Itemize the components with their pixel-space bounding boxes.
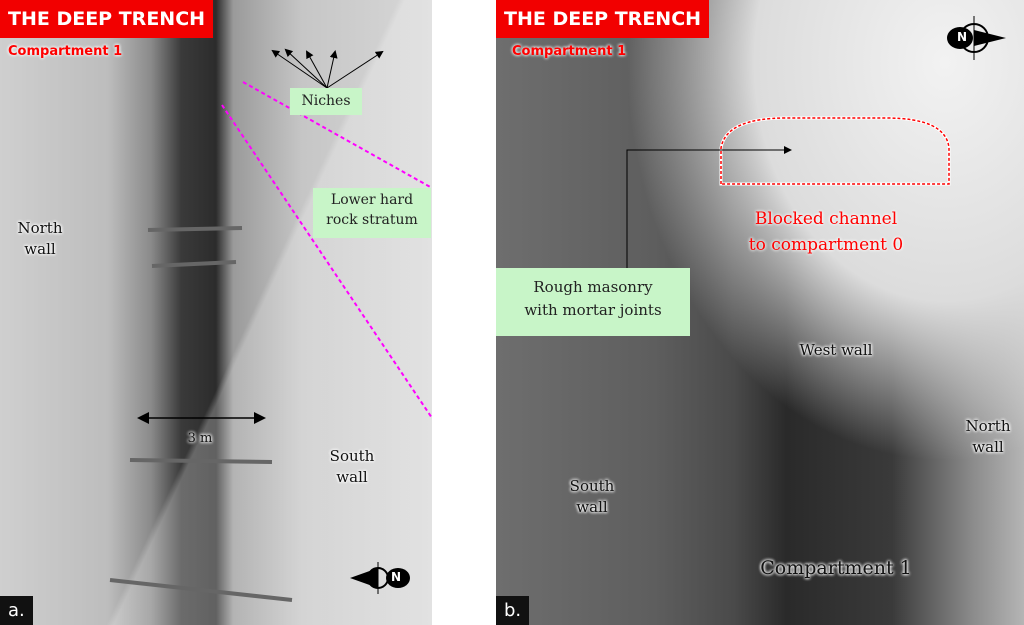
photo-panel-b: THE DEEP TRENCH Compartment 1 N Blocked … [496, 0, 1024, 625]
south-wall-line2: wall [336, 468, 368, 486]
south-wall-label: South wall [320, 446, 384, 488]
masonry-pointer [626, 146, 792, 268]
north-wall-line2: wall [972, 438, 1004, 456]
blocked-channel-outline [719, 116, 951, 186]
south-wall-line1: South [329, 447, 375, 465]
panel-letter: a. [0, 596, 33, 625]
stratum-label: Lower hard rock stratum [313, 188, 431, 238]
compass-letter: N [391, 570, 402, 584]
panel-subtitle: Compartment 1 [512, 44, 627, 59]
stratum-label-line2: rock stratum [326, 212, 418, 228]
annotation-overlay-b [626, 16, 1006, 268]
beams [109, 226, 293, 602]
west-wall-label: West wall [799, 341, 873, 359]
stratum-label-line1: Lower hard [330, 192, 414, 208]
photo-panel-a: THE DEEP TRENCH Compartment 1 Niches Low… [0, 0, 432, 625]
north-wall-line2: wall [24, 240, 56, 258]
masonry-line1: Rough masonry [533, 278, 653, 296]
north-wall-label: North wall [8, 218, 72, 260]
annotation-overlay-a [109, 48, 432, 602]
panel-subtitle: Compartment 1 [8, 44, 123, 59]
compass-icon [350, 562, 410, 594]
scale-label: 3 m [187, 431, 213, 446]
south-wall-label: South wall [560, 476, 624, 518]
blocked-line2: to compartment 0 [748, 235, 904, 255]
masonry-line2: with mortar joints [524, 301, 662, 319]
compass-letter: N [957, 30, 968, 44]
north-wall-line1: North [17, 219, 63, 237]
niches-label: Niches [290, 88, 362, 115]
panel-letter: b. [496, 596, 530, 625]
south-wall-line1: South [569, 477, 615, 495]
niches-arrows [271, 48, 384, 89]
compartment-label: Compartment 1 [760, 557, 912, 579]
panel-title: THE DEEP TRENCH [0, 0, 214, 38]
compass-icon [947, 16, 1006, 60]
blocked-line1: Blocked channel [754, 209, 898, 229]
south-wall-line2: wall [576, 498, 608, 516]
blocked-channel-label: Blocked channel to compartment 0 [726, 206, 926, 258]
north-wall-line1: North [965, 417, 1011, 435]
north-wall-label: North wall [956, 416, 1020, 458]
stratum-lines [221, 81, 432, 419]
masonry-label: Rough masonry with mortar joints [496, 268, 690, 336]
panel-title: THE DEEP TRENCH [496, 0, 710, 38]
